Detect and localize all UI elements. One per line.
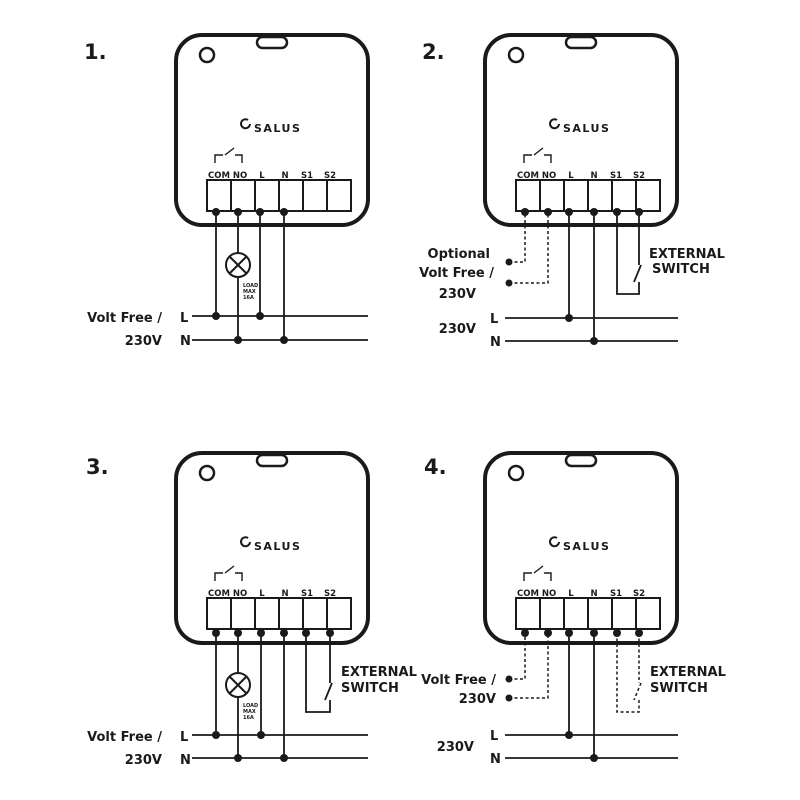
brand-logo-text: SALUS bbox=[254, 122, 301, 135]
switch-label-line1: EXTERNAL bbox=[649, 247, 725, 262]
terminal-l-label: L bbox=[568, 171, 574, 181]
panel-number: 3. bbox=[86, 455, 109, 479]
panel-number: 4. bbox=[424, 455, 447, 479]
switch-label-line1: EXTERNAL bbox=[341, 665, 417, 680]
terminal-labels: COM NO L N S1 S2 bbox=[208, 589, 336, 599]
switch-label-line2: SWITCH bbox=[341, 681, 399, 696]
terminal-com-label: COM bbox=[208, 589, 230, 599]
line-n-label: N bbox=[180, 753, 191, 768]
supply-label-bottom: 230V bbox=[125, 334, 162, 349]
optional-dashed-wires bbox=[509, 212, 549, 284]
line-n-label: N bbox=[180, 334, 191, 349]
junction-dots bbox=[212, 208, 288, 344]
panel-number: 1. bbox=[84, 40, 107, 64]
supply-label-top: Volt Free / bbox=[87, 730, 162, 745]
panel-number: 2. bbox=[422, 40, 445, 64]
terminal-s1-label: S1 bbox=[610, 171, 622, 181]
switch-label-line2: SWITCH bbox=[650, 681, 708, 696]
supply-label-top: Volt Free / bbox=[87, 311, 162, 326]
terminal-com-label: COM bbox=[517, 589, 539, 599]
dashed-wires bbox=[509, 633, 642, 713]
terminal-no-label: NO bbox=[542, 171, 556, 181]
optional-label-line3: 230V bbox=[439, 287, 476, 302]
terminal-n-label: N bbox=[281, 589, 288, 599]
terminal-labels: COM NO L N S1 S2 bbox=[208, 171, 336, 181]
load-label-line3: 16A bbox=[243, 715, 254, 721]
line-n-label: N bbox=[490, 752, 501, 767]
load-label-line3: 16A bbox=[243, 295, 254, 301]
terminal-n-label: N bbox=[281, 171, 288, 181]
line-l-label: L bbox=[180, 311, 188, 326]
terminal-com-label: COM bbox=[517, 171, 539, 181]
load-label-line1: LOAD bbox=[243, 703, 258, 709]
brand-logo-text: SALUS bbox=[563, 122, 610, 135]
panel-2: 2. SALUS COM NO L N S1 S2 bbox=[419, 33, 725, 350]
volt-free-label-line2: 230V bbox=[459, 692, 496, 707]
terminal-s2-label: S2 bbox=[633, 589, 645, 599]
supply-label: 230V bbox=[437, 740, 474, 755]
terminal-n-label: N bbox=[590, 171, 597, 181]
brand-logo-text: SALUS bbox=[254, 540, 301, 553]
supply-label-bottom: 230V bbox=[125, 753, 162, 768]
terminal-l-label: L bbox=[568, 589, 574, 599]
supply-label: 230V bbox=[439, 322, 476, 337]
switch-label-line2: SWITCH bbox=[652, 262, 710, 277]
junction-dots bbox=[505, 629, 643, 762]
switch-label-line1: EXTERNAL bbox=[650, 665, 726, 680]
terminal-labels: COM NO L N S1 S2 bbox=[517, 589, 645, 599]
line-n-label: N bbox=[490, 335, 501, 350]
load-lamp-icon bbox=[225, 252, 251, 278]
terminal-s1-label: S1 bbox=[301, 589, 313, 599]
optional-label-line2: Volt Free / bbox=[419, 266, 494, 281]
terminal-com-label: COM bbox=[208, 171, 230, 181]
panel-1: 1. SALUS COM NO L N S1 S2 LOAD MAX 16A bbox=[84, 33, 370, 349]
terminal-no-label: NO bbox=[233, 589, 247, 599]
load-label-line1: LOAD bbox=[243, 283, 258, 289]
line-l-label: L bbox=[180, 730, 188, 745]
panel-4: 4. SALUS COM NO L N S1 S2 bbox=[421, 451, 726, 767]
terminal-no-label: NO bbox=[542, 589, 556, 599]
brand-logo-text: SALUS bbox=[563, 540, 610, 553]
terminal-s1-label: S1 bbox=[610, 589, 622, 599]
volt-free-label-line1: Volt Free / bbox=[421, 673, 496, 688]
terminal-labels: COM NO L N S1 S2 bbox=[517, 171, 645, 181]
line-l-label: L bbox=[490, 312, 498, 327]
line-l-label: L bbox=[490, 729, 498, 744]
panel-3: 3. SALUS COM NO L N S1 S2 LOAD bbox=[86, 451, 417, 768]
terminal-s2-label: S2 bbox=[633, 171, 645, 181]
load-lamp-icon bbox=[225, 672, 251, 698]
load-label-line2: MAX bbox=[243, 709, 256, 715]
load-label-line2: MAX bbox=[243, 289, 256, 295]
wires bbox=[192, 212, 368, 341]
terminal-n-label: N bbox=[590, 589, 597, 599]
junction-dots bbox=[505, 208, 643, 345]
junction-dots bbox=[212, 629, 334, 762]
terminal-s2-label: S2 bbox=[324, 171, 336, 181]
terminal-l-label: L bbox=[259, 171, 265, 181]
optional-label-line1: Optional bbox=[428, 247, 490, 262]
terminal-s2-label: S2 bbox=[324, 589, 336, 599]
wires bbox=[192, 633, 368, 759]
terminal-s1-label: S1 bbox=[301, 171, 313, 181]
terminal-no-label: NO bbox=[233, 171, 247, 181]
terminal-l-label: L bbox=[259, 589, 265, 599]
